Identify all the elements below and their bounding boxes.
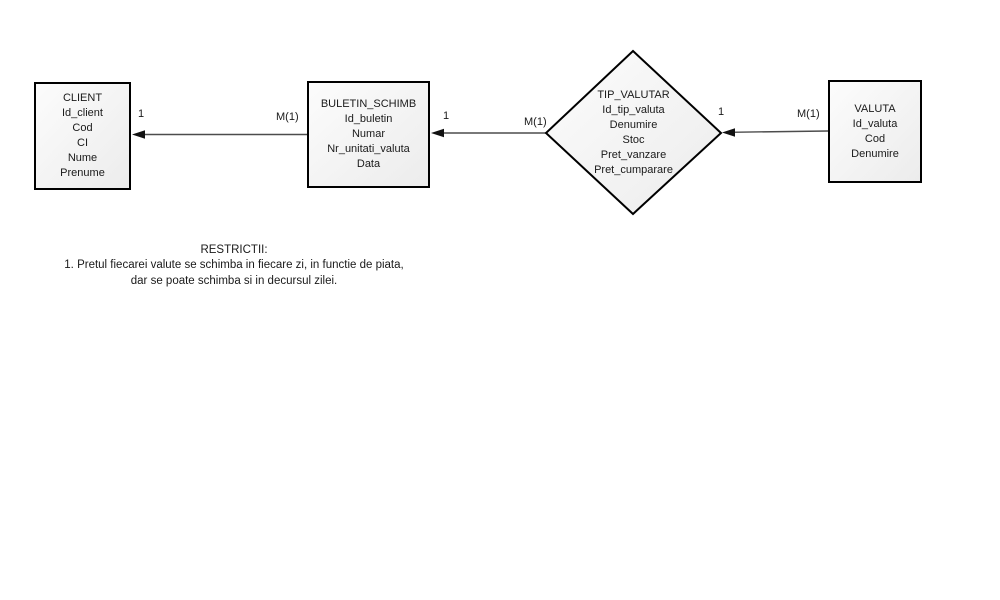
cardinality-buletin-left-end: M(1)	[276, 111, 299, 123]
entity-buletin-schimb-attribute: Data	[356, 158, 381, 170]
relationship-diamond	[544, 49, 723, 216]
arrowhead-icon	[132, 130, 145, 139]
restrictions-note: RESTRICTII: 1. Pretul fiecarei valute se…	[33, 243, 435, 289]
relationship-tip-valutar-label: TIP_VALUTAR Id_tip_valuta Denumire Stoc …	[543, 88, 724, 178]
cardinality-tip-right-end: 1	[718, 106, 725, 118]
entity-buletin-schimb-attribute: Nr_unitati_valuta	[327, 143, 410, 155]
cardinality-tip-left-end: M(1)	[524, 116, 547, 128]
entity-valuta: VALUTA Id_valuta Cod Denumire	[828, 80, 922, 183]
entity-client: CLIENT Id_client Cod CI Nume Prenume	[34, 82, 131, 190]
cardinality-client-end: 1	[138, 108, 145, 120]
entity-valuta-attribute: Denumire	[851, 147, 899, 160]
entity-client-attribute: CI	[77, 137, 88, 149]
arrowhead-icon	[431, 128, 444, 138]
entity-buletin-schimb-attribute: Numar	[351, 128, 385, 140]
relationship-name: TIP_VALUTAR	[597, 89, 670, 101]
entity-client-attribute: Nume	[67, 152, 98, 164]
entity-buletin-schimb: BULETIN_SCHIMB Id_buletin Numar Nr_unita…	[307, 81, 430, 188]
entity-client-attribute: Cod	[72, 122, 93, 134]
relationship-attribute: Id_tip_valuta	[602, 104, 665, 116]
entity-valuta-name: VALUTA	[854, 102, 896, 115]
connector-valuta-to-tip	[729, 130, 829, 133]
entity-valuta-attribute: Cod	[864, 132, 886, 145]
entity-client-attribute: Prenume	[60, 167, 105, 179]
arrowhead-icon	[722, 128, 735, 137]
entity-client-name: CLIENT	[62, 92, 103, 104]
entity-buletin-schimb-attribute: Id_buletin	[344, 113, 393, 125]
restrictions-line: dar se poate schimba si in decursul zile…	[130, 274, 338, 287]
entity-valuta-attribute: Id_valuta	[852, 117, 898, 130]
restrictions-title: RESTRICTII:	[200, 244, 268, 256]
relationship-attribute: Pret_cumparare	[594, 164, 673, 176]
relationship-attribute: Stoc	[622, 134, 645, 146]
restrictions-line: 1. Pretul fiecarei valute se schimba in …	[64, 259, 404, 272]
cardinality-buletin-right-end: 1	[443, 110, 450, 122]
cardinality-valuta-end: M(1)	[797, 108, 820, 120]
entity-client-attribute: Id_client	[62, 107, 103, 119]
relationship-attribute: Denumire	[609, 119, 658, 131]
entity-buletin-schimb-name: BULETIN_SCHIMB	[320, 98, 417, 110]
relationship-attribute: Pret_vanzare	[600, 149, 667, 161]
